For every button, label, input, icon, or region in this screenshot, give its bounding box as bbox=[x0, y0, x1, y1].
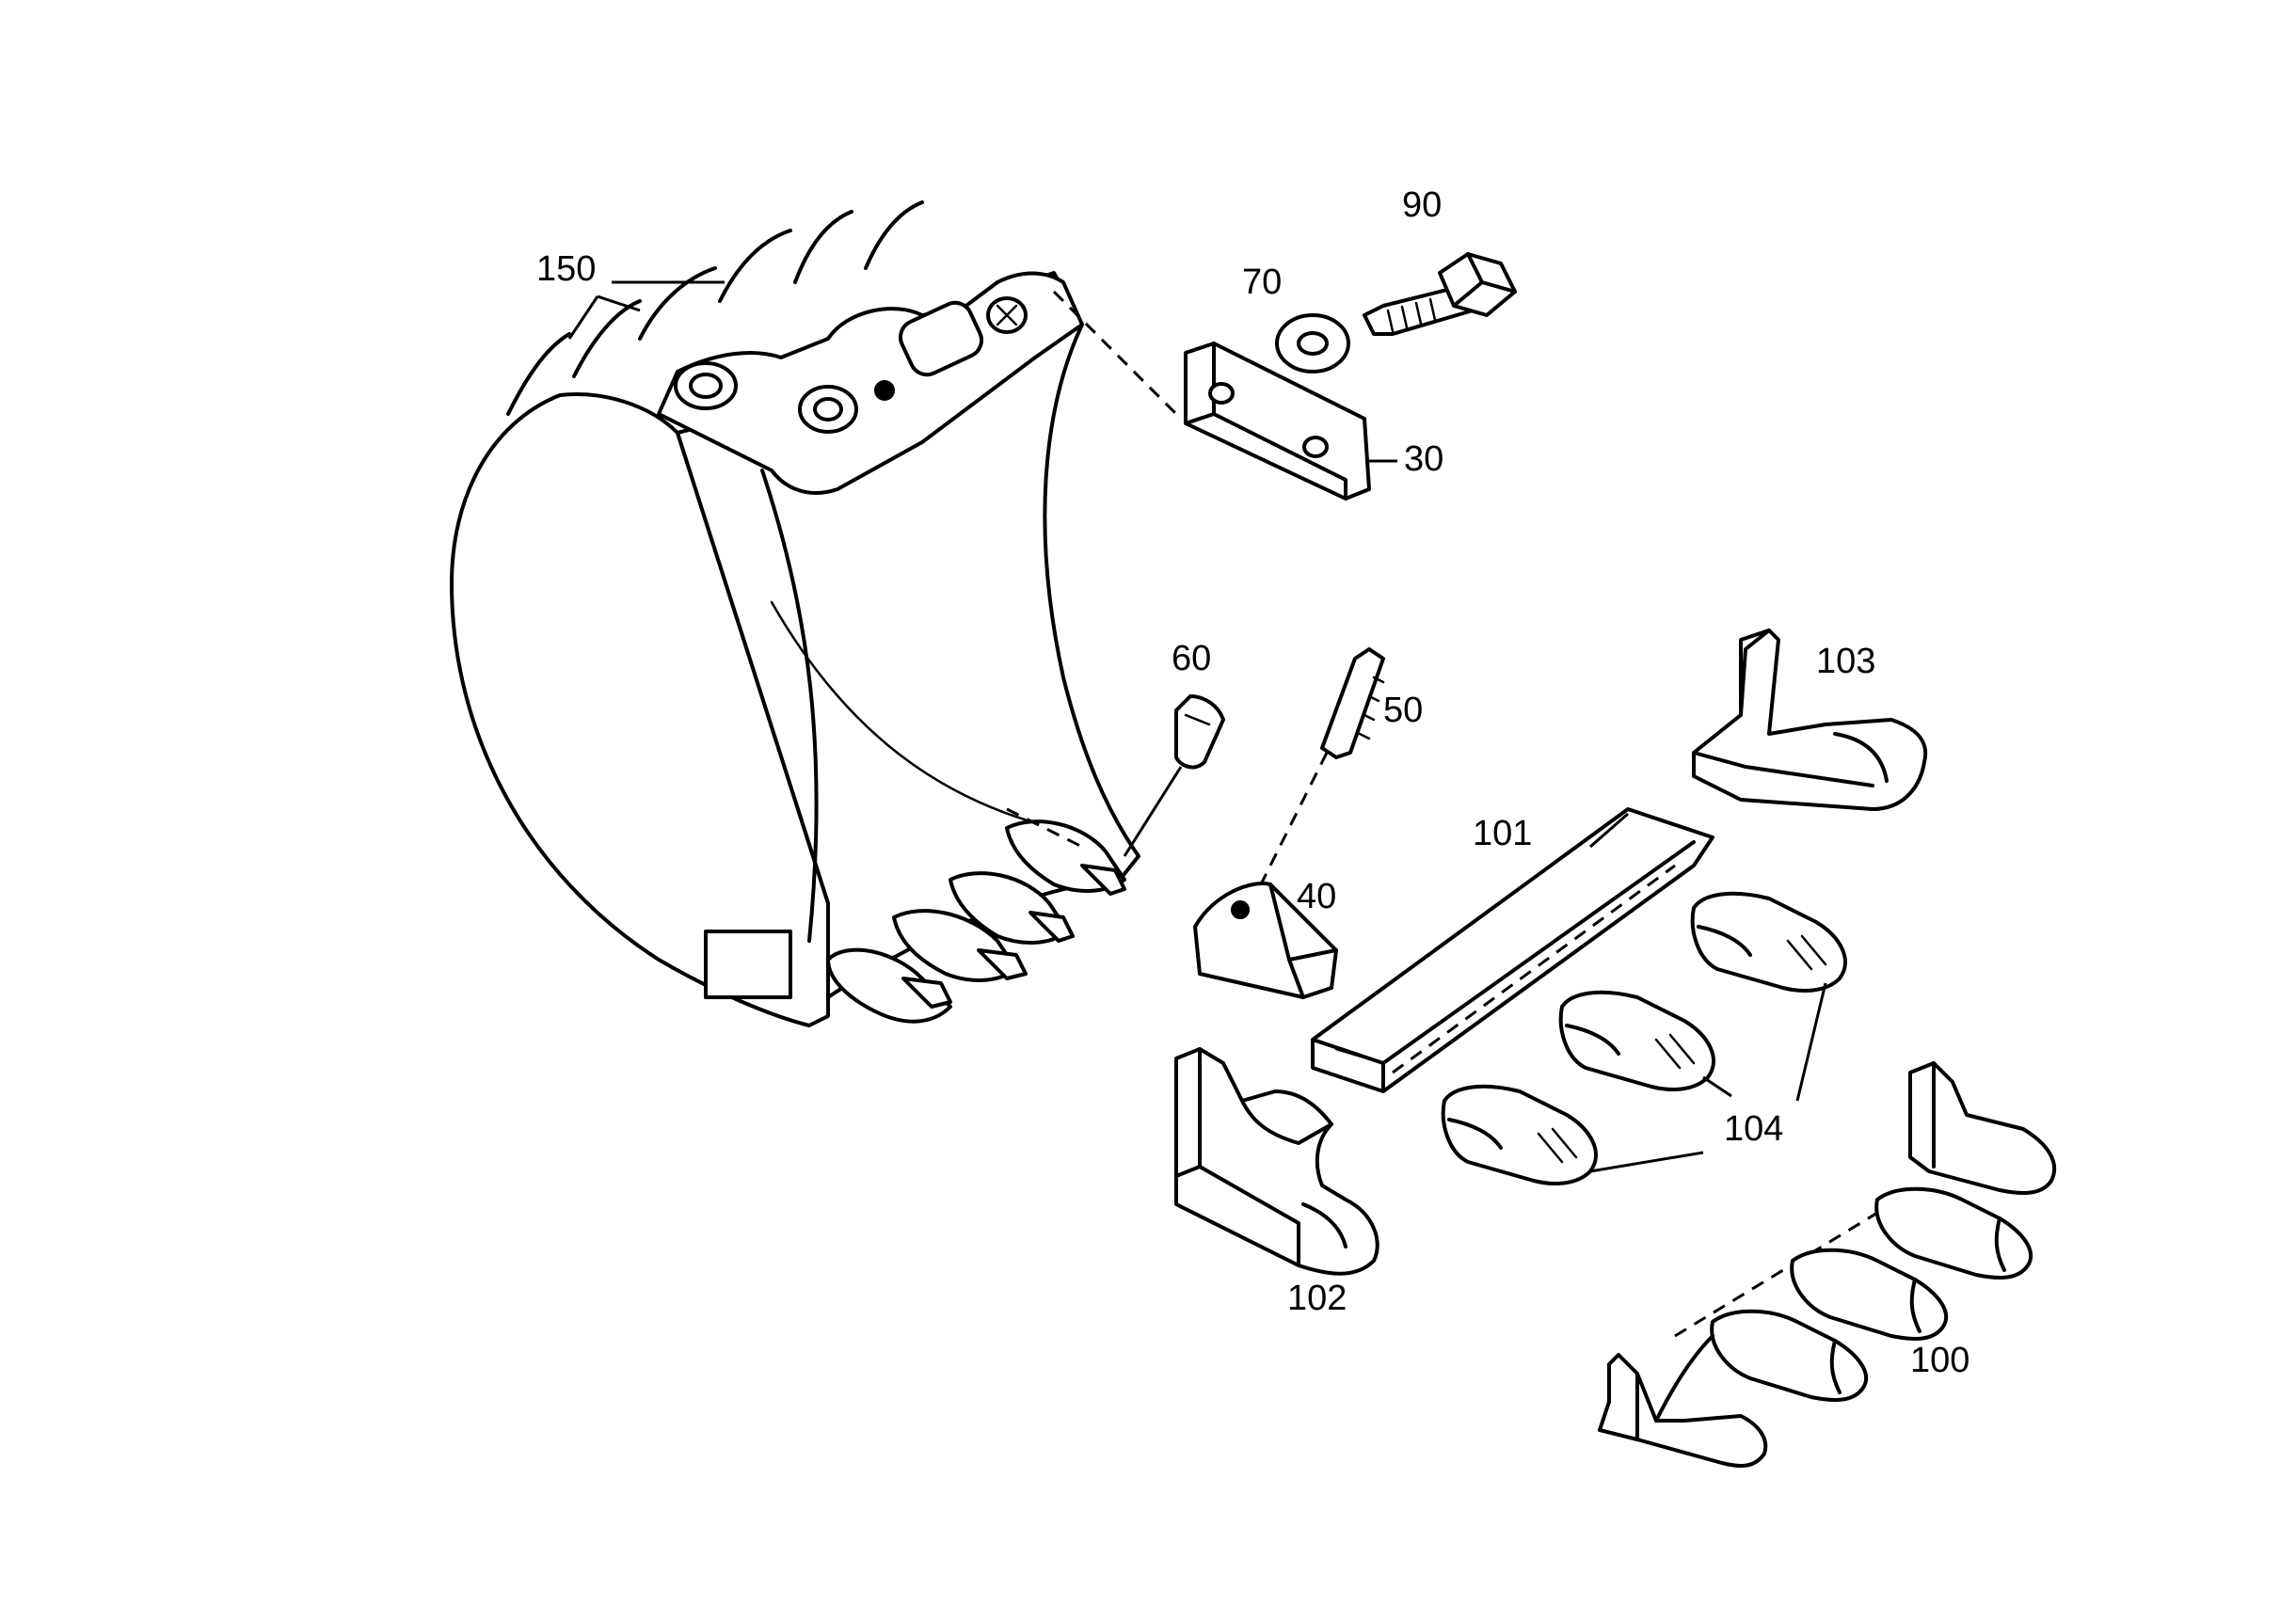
lock-pin bbox=[1123, 694, 1225, 857]
leader-101 bbox=[1589, 812, 1629, 849]
leader-104 bbox=[1589, 982, 1827, 1173]
washer bbox=[1275, 313, 1350, 374]
tooth-adapter-3 bbox=[1441, 1084, 1598, 1185]
bucket-teeth bbox=[826, 819, 1126, 1024]
left-corner-tooth bbox=[1174, 1047, 1379, 1276]
tooth-adapter-2 bbox=[1558, 990, 1715, 1091]
label-40: 40 bbox=[1297, 877, 1336, 916]
label-102: 102 bbox=[1287, 1279, 1347, 1318]
adapter bbox=[1193, 882, 1338, 999]
label-90: 90 bbox=[1402, 185, 1442, 225]
label-100: 100 bbox=[1910, 1341, 1969, 1380]
label-70: 70 bbox=[1242, 262, 1282, 302]
bolt bbox=[1363, 252, 1517, 336]
bucket bbox=[450, 200, 1178, 1027]
label-103: 103 bbox=[1816, 642, 1875, 681]
tooth-adapter-1 bbox=[1690, 891, 1847, 993]
label-50: 50 bbox=[1383, 691, 1423, 730]
label-150: 150 bbox=[536, 249, 596, 289]
plate bbox=[1184, 342, 1371, 501]
label-60: 60 bbox=[1172, 639, 1211, 678]
leader-150 bbox=[567, 280, 725, 340]
right-corner-tooth bbox=[1692, 628, 1928, 811]
label-101: 101 bbox=[1473, 814, 1532, 853]
label-104: 104 bbox=[1724, 1109, 1783, 1149]
tooth-set bbox=[1598, 1061, 2057, 1468]
cutting-edge bbox=[1311, 807, 1714, 1093]
label-30: 30 bbox=[1404, 439, 1443, 479]
pin bbox=[1250, 647, 1385, 904]
